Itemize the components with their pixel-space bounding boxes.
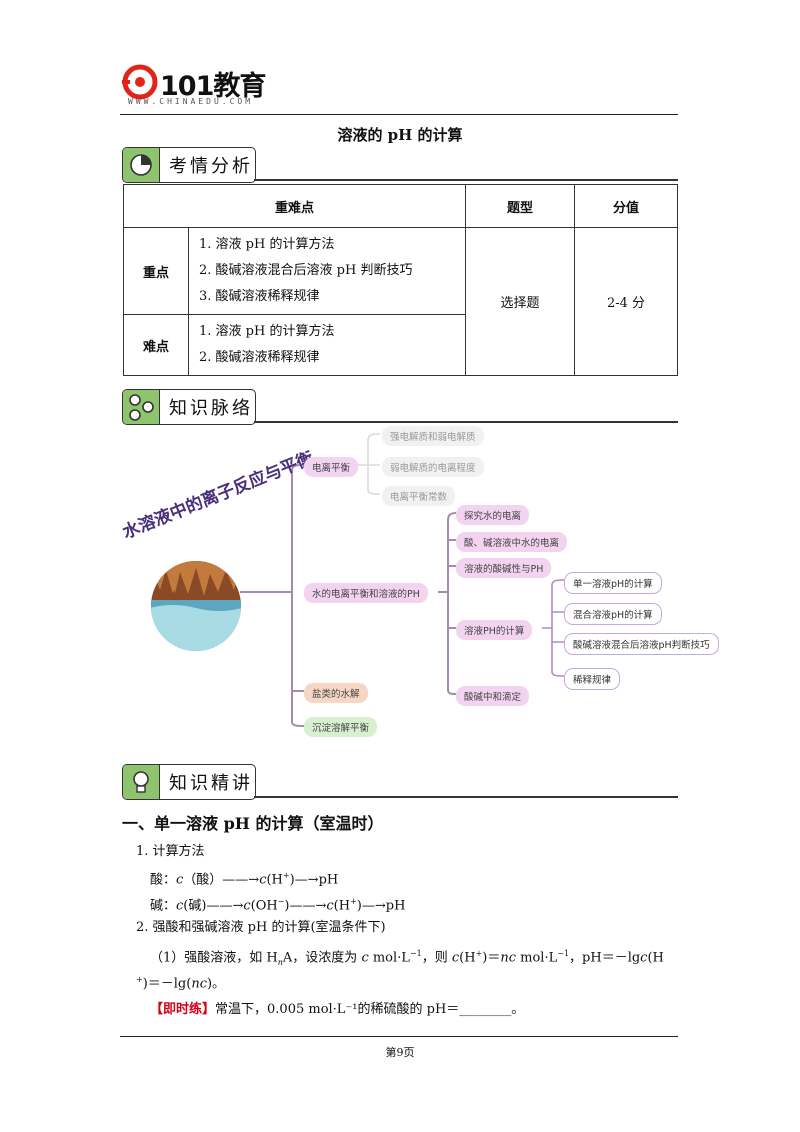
- mindmap-node: 电离平衡: [304, 457, 359, 477]
- banner-rule: [254, 179, 678, 181]
- paragraph: 1. 计算方法: [136, 844, 205, 859]
- table-header-row: 重难点 题型 分值: [123, 184, 678, 228]
- mindmap-node: 酸碱中和滴定: [456, 686, 530, 706]
- list-item: 2. 酸碱溶液混合后溶液 pH 判断技巧: [199, 263, 413, 278]
- paragraph-strong-acid: （1）强酸溶液，如 HnA，设浓度为 c mol·L−1，则 c(H+)＝nc …: [150, 949, 664, 967]
- mindmap-node: 溶液PH的计算: [456, 620, 533, 640]
- mindmap-connectors: [240, 433, 565, 727]
- key-points-table: 重难点 题型 分值 重点 1. 溶液 pH 的计算方法 2. 酸碱溶液混合后溶液…: [123, 184, 678, 376]
- section-title: 知识脉络: [169, 398, 253, 419]
- table-row: 重点 1. 溶液 pH 的计算方法 2. 酸碱溶液混合后溶液 pH 判断技巧 3…: [123, 227, 678, 376]
- mindmap-node: 水的电离平衡和溶液的PH: [304, 583, 428, 603]
- footer-rule: [120, 1036, 678, 1037]
- lightbulb-icon: [123, 765, 160, 799]
- table-header: 重难点: [123, 184, 466, 228]
- network-icon: [123, 390, 160, 424]
- exercise-tag: 【即时练】: [150, 1002, 216, 1017]
- list-item: 3. 酸碱溶液稀释规律: [199, 289, 320, 304]
- score-value: 2-4 分: [574, 227, 678, 376]
- paragraph: 2. 强酸和强碱溶液 pH 的计算(室温条件下): [136, 920, 386, 935]
- question-type: 选择题: [465, 227, 575, 376]
- table-row: 难点 1. 溶液 pH 的计算方法 2. 酸碱溶液稀释规律: [123, 314, 678, 376]
- page-number: 第9页: [385, 1046, 415, 1059]
- paragraph-continued: +)＝－lg(nc)。: [136, 975, 226, 992]
- list-item: 2. 酸碱溶液稀释规律: [199, 350, 320, 365]
- exercise: 【即时练】常温下，0.005 mol·L⁻¹的稀硫酸的 pH＝________。: [150, 1001, 524, 1019]
- logo-icon: [122, 64, 158, 100]
- exercise-text: 常温下，0.005 mol·L⁻¹的稀硫酸的 pH＝________。: [215, 1002, 525, 1017]
- banner-rule: [254, 796, 678, 798]
- mindmap-node: 单一溶液pH的计算: [564, 572, 662, 594]
- section-title: 知识精讲: [169, 773, 253, 794]
- section-banner-explain: 知识精讲: [122, 764, 256, 800]
- mindmap-node: 沉淀溶解平衡: [304, 717, 378, 737]
- formula-acid: 酸：c（酸）——→c(H+)—→pH: [150, 871, 339, 888]
- section-heading: 一、单一溶液 pH 的计算（室温时）: [122, 814, 384, 833]
- document-title: 溶液的 pH 的计算: [337, 126, 463, 144]
- pie-chart-icon: [123, 148, 160, 182]
- mindmap-node: 强电解质和弱电解质: [382, 426, 484, 446]
- mindmap-node: 稀释规律: [564, 668, 621, 690]
- table-header: 分值: [574, 184, 678, 228]
- row-items: 1. 溶液 pH 的计算方法 2. 酸碱溶液稀释规律: [188, 314, 466, 376]
- row-items: 1. 溶液 pH 的计算方法 2. 酸碱溶液混合后溶液 pH 判断技巧 3. 酸…: [188, 227, 466, 315]
- mindmap-node: 探究水的电离: [456, 505, 530, 525]
- section-title: 考情分析: [169, 156, 253, 177]
- logo-text: 101教育: [160, 71, 266, 102]
- formula-base: 碱：c(碱)——→c(OH−)——→c(H+)—→pH: [150, 897, 406, 914]
- mindmap-node: 弱电解质的电离程度: [382, 457, 484, 477]
- row-label: 难点: [123, 314, 189, 376]
- list-item: 1. 溶液 pH 的计算方法: [199, 237, 335, 252]
- table-header: 题型: [465, 184, 575, 228]
- mindmap-node: 电离平衡常数: [382, 486, 456, 506]
- section-banner-context: 知识脉络: [122, 389, 256, 425]
- mindmap-node: 酸、碱溶液中水的电离: [456, 532, 568, 552]
- header-rule: [120, 114, 678, 115]
- banner-rule: [254, 421, 678, 423]
- section-banner-analysis: 考情分析: [122, 147, 256, 183]
- list-item: 1. 溶液 pH 的计算方法: [199, 324, 335, 339]
- logo-subtitle: WWW.CHINAEDU.COM: [128, 97, 254, 106]
- mindmap-node: 溶液的酸碱性与PH: [456, 558, 552, 578]
- cave-illustration: [151, 561, 241, 651]
- mindmap-node: 酸碱溶液混合后溶液pH判断技巧: [564, 633, 719, 655]
- mindmap-node: 盐类的水解: [304, 683, 368, 703]
- mindmap-node: 混合溶液pH的计算: [564, 603, 662, 625]
- row-label: 重点: [123, 227, 189, 315]
